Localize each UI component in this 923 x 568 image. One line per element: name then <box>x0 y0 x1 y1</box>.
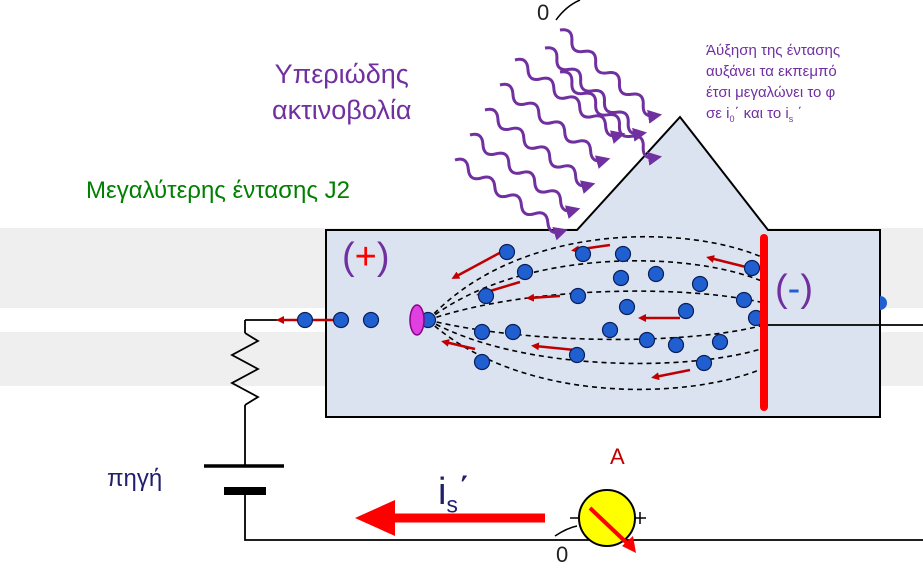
electron <box>647 265 665 283</box>
uv-ray <box>454 157 568 241</box>
electron-paths <box>427 235 765 391</box>
uv-ray <box>559 28 663 124</box>
current-label: is΄ <box>438 471 471 518</box>
top-gauge-zero: 0 <box>537 0 550 25</box>
electron <box>362 311 380 329</box>
electron <box>711 333 729 351</box>
ammeter-zero: 0 <box>556 542 569 567</box>
electron <box>614 245 632 263</box>
cathode-sign: (-) <box>775 268 813 310</box>
electron <box>638 331 656 349</box>
ammeter-label: A <box>610 444 625 469</box>
electron <box>618 298 636 316</box>
uv-ray <box>499 82 611 169</box>
electron <box>504 323 522 341</box>
electron-fragment <box>880 296 887 310</box>
current-arrowhead <box>355 500 395 536</box>
ammeter <box>554 489 646 553</box>
electron <box>516 263 534 281</box>
anode-electrode <box>409 304 425 336</box>
uv-rays <box>454 28 663 241</box>
electron <box>568 346 586 364</box>
uv-radiation-label: Υπεριώδης ακτινοβολία <box>272 59 412 125</box>
electron <box>677 302 695 320</box>
source-label: πηγή <box>107 465 163 492</box>
electron <box>601 321 619 339</box>
vacuum-tube <box>325 115 881 418</box>
explanation-note: Άύξηση της έντασης αυξάνει τα εκπεμπό έτ… <box>706 42 841 124</box>
electron <box>691 275 709 293</box>
electron <box>667 336 685 354</box>
ammeter-needle <box>588 506 632 548</box>
electron <box>735 291 753 309</box>
electron <box>477 287 495 305</box>
electron <box>473 353 491 371</box>
intensity-label: Μεγαλύτερης έντασης J2 <box>86 177 350 204</box>
uv-ray <box>469 132 581 219</box>
electron <box>612 269 630 287</box>
anode-sign: (+) <box>342 236 390 278</box>
electron <box>569 287 587 305</box>
electron <box>498 243 516 261</box>
electron <box>332 311 350 329</box>
uv-ray <box>559 70 663 166</box>
uv-ray <box>484 107 596 194</box>
uv-ray <box>514 57 626 144</box>
electron <box>695 354 713 372</box>
electron <box>743 259 761 277</box>
top-gauge-edge <box>555 0 581 21</box>
electron <box>574 245 592 263</box>
electron <box>296 311 314 329</box>
electrons <box>296 243 765 372</box>
electron <box>473 323 491 341</box>
uv-ray <box>544 46 648 142</box>
